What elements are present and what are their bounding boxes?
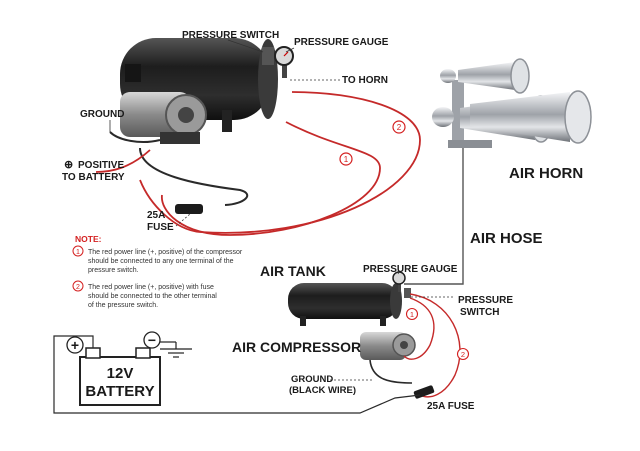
wire-red-1-bottom xyxy=(403,297,435,360)
label-air-horn: AIR HORN xyxy=(509,165,583,182)
label-ground-bottom-line1: GROUND xyxy=(291,374,333,385)
label-pressure-gauge-bottom: PRESSURE GAUGE xyxy=(363,264,458,275)
pressure-gauge-top-icon xyxy=(274,46,294,78)
fuse-top-icon xyxy=(175,204,203,214)
wire-positive-top xyxy=(95,149,151,173)
svg-text:2: 2 xyxy=(461,350,465,359)
note-2-line-2: should be connected to the other termina… xyxy=(88,293,217,300)
wire-ground-top xyxy=(109,131,161,143)
wire-red-2-bottom xyxy=(409,293,461,398)
label-positive-line1: POSITIVE xyxy=(78,160,124,171)
note-1-line-2: should be connected to any one terminal … xyxy=(88,258,234,265)
label-to-horn: TO HORN xyxy=(342,75,388,86)
label-fuse-bottom: 25A FUSE xyxy=(427,401,475,412)
tank-small xyxy=(288,283,402,326)
battery-positive-loop xyxy=(53,335,421,414)
svg-text:1: 1 xyxy=(410,310,414,319)
battery-icon: + − xyxy=(66,331,161,406)
wire-black-bottom xyxy=(369,359,413,384)
note-marker-1: 1 xyxy=(76,249,80,256)
marker-two-top: 2 xyxy=(392,120,406,134)
pressure-switch-bottom-icon xyxy=(404,288,411,298)
label-fuse-top-line1: 25A xyxy=(147,210,165,221)
note-marker-2: 2 xyxy=(76,284,80,291)
label-air-tank: AIR TANK xyxy=(260,263,326,279)
label-pressure-switch-bottom-line1: PRESSURE xyxy=(458,295,513,306)
circled-plus-icon: ⊕ xyxy=(64,159,73,171)
label-pressure-switch-bottom-line2: SWITCH xyxy=(460,307,499,318)
note-block: NOTE: 1 The red power line (+, positive)… xyxy=(72,234,243,309)
label-fuse-top-line2: FUSE xyxy=(147,222,174,233)
label-battery-line1: 12V xyxy=(107,365,134,382)
svg-text:1: 1 xyxy=(344,155,349,164)
label-air-hose: AIR HOSE xyxy=(470,230,543,247)
note-1-line-1: The red power line (+, positive) of the … xyxy=(88,249,243,256)
note-title: NOTE: xyxy=(75,234,102,244)
marker-one-bottom: 1 xyxy=(405,307,419,321)
note-1-line-3: pressure switch. xyxy=(88,267,139,274)
air-hose-line xyxy=(404,148,464,285)
label-positive-line2: TO BATTERY xyxy=(62,172,125,183)
compressor-top xyxy=(120,92,207,144)
label-battery-line2: BATTERY xyxy=(85,383,154,400)
ground-symbol-icon xyxy=(160,341,192,358)
wire-red-2-top xyxy=(139,91,421,234)
note-2-line-3: of the pressure switch. xyxy=(88,302,158,309)
wire-red-1-top xyxy=(161,121,381,236)
label-pressure-gauge-top: PRESSURE GAUGE xyxy=(294,37,389,48)
wire-black-top xyxy=(139,147,249,206)
marker-two-bottom: 2 xyxy=(456,347,470,361)
label-ground-top: GROUND xyxy=(80,109,124,120)
compressor-bottom xyxy=(360,332,416,360)
air-horn-icon xyxy=(432,58,592,148)
label-ground-bottom-line2: (BLACK WIRE) xyxy=(289,385,356,396)
battery-minus-icon: − xyxy=(148,332,156,348)
pressure-switch-top-icon xyxy=(262,47,274,65)
svg-text:2: 2 xyxy=(397,123,402,132)
marker-one-top: 1 xyxy=(339,152,353,166)
label-pressure-switch-top: PRESSURE SWITCH xyxy=(182,30,279,41)
battery-plus-icon: + xyxy=(71,337,79,353)
note-2-line-1: The red power line (+, positive) with fu… xyxy=(88,284,214,291)
label-air-compressor: AIR COMPRESSOR xyxy=(232,339,361,355)
